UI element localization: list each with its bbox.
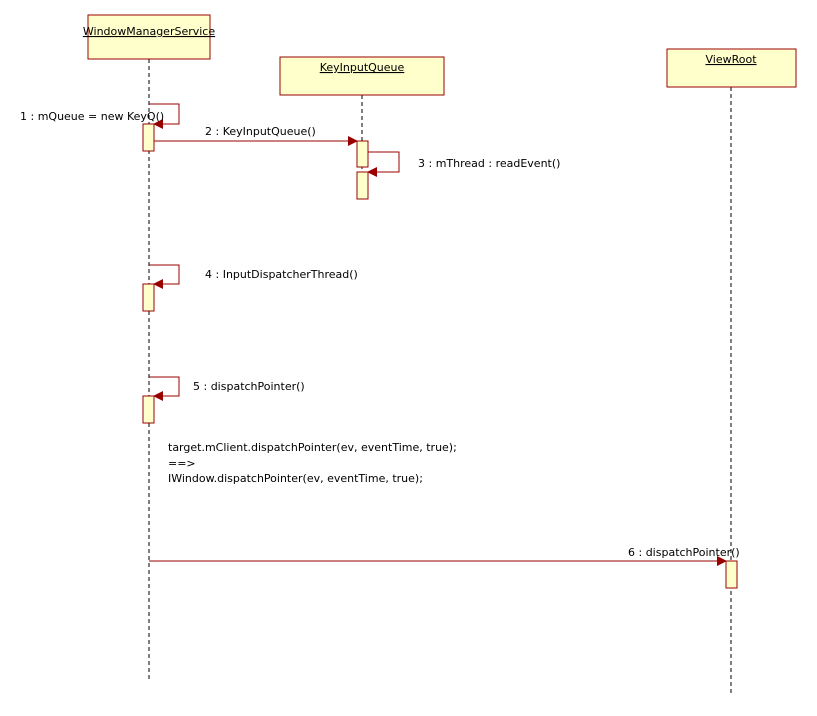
activation-bar: [356, 171, 369, 200]
activation-bar: [142, 283, 155, 312]
message-arrow: [149, 376, 180, 401]
object-label: ViewRoot: [705, 53, 757, 66]
object-label: WindowManagerService: [83, 25, 215, 38]
object-keyinputqueue[interactable]: KeyInputQueue: [279, 56, 445, 96]
activation-bar: [142, 395, 155, 424]
message-arrow: [149, 264, 180, 289]
message-label: 2 : KeyInputQueue(): [205, 125, 316, 138]
message-label: 5 : dispatchPointer(): [193, 380, 305, 393]
object-windowmanagerservice[interactable]: WindowManagerService: [83, 14, 215, 60]
note-line: ==>: [168, 457, 196, 470]
message-label: 6 : dispatchPointer(): [628, 546, 740, 559]
activation-bar: [725, 560, 738, 589]
message-arrow: [149, 103, 180, 129]
message-arrow: [367, 151, 400, 177]
object-label: KeyInputQueue: [320, 61, 405, 74]
note-line: target.mClient.dispatchPointer(ev, event…: [168, 441, 457, 454]
object-viewroot[interactable]: ViewRoot: [666, 48, 797, 88]
activation-bar: [356, 140, 369, 168]
activation-bar: [142, 123, 155, 152]
message-label: 4 : InputDispatcherThread(): [205, 268, 358, 281]
message-label: 3 : mThread : readEvent(): [418, 157, 560, 170]
message-label: 1 : mQueue = new KeyQ(): [20, 110, 164, 123]
note-line: IWindow.dispatchPointer(ev, eventTime, t…: [168, 472, 423, 485]
note: target.mClient.dispatchPointer(ev, event…: [168, 441, 457, 485]
